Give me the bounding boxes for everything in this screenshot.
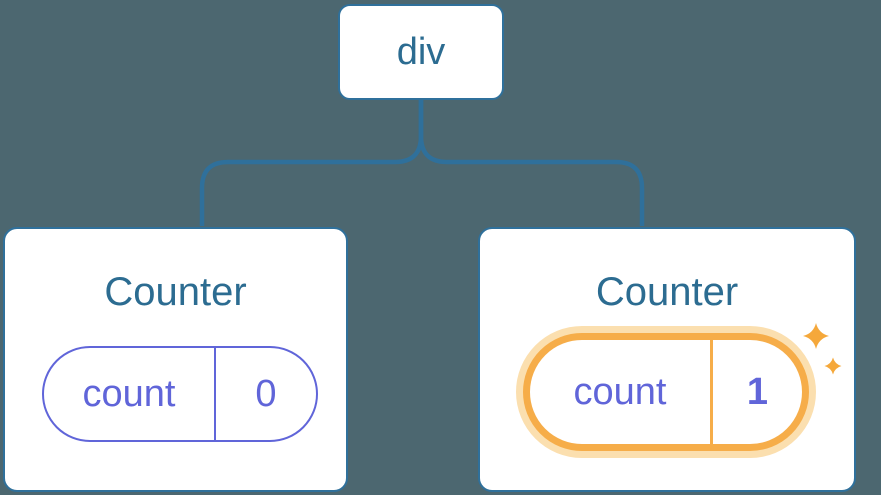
counter-card-right: Counter count 1 (478, 227, 856, 492)
state-value: 1 (746, 370, 769, 413)
sparkle-small-icon (824, 357, 842, 375)
state-pill-count-0: count 0 (42, 346, 318, 442)
state-key-label: count (573, 370, 667, 413)
sparkle-large-icon (803, 323, 829, 349)
root-node-div: div (338, 4, 504, 100)
connector-left-branch (199, 99, 424, 226)
counter-card-left: Counter count 0 (3, 227, 348, 492)
connector-right-branch (418, 99, 645, 226)
pill-divider (710, 340, 713, 444)
counter-title: Counter (595, 270, 739, 314)
root-node-label: div (396, 30, 446, 73)
pill-divider (214, 348, 216, 440)
state-value: 0 (255, 372, 277, 415)
state-key-label: count (82, 372, 176, 415)
state-pill-count-1-highlighted: count 1 (523, 333, 809, 451)
counter-title: Counter (104, 270, 247, 314)
